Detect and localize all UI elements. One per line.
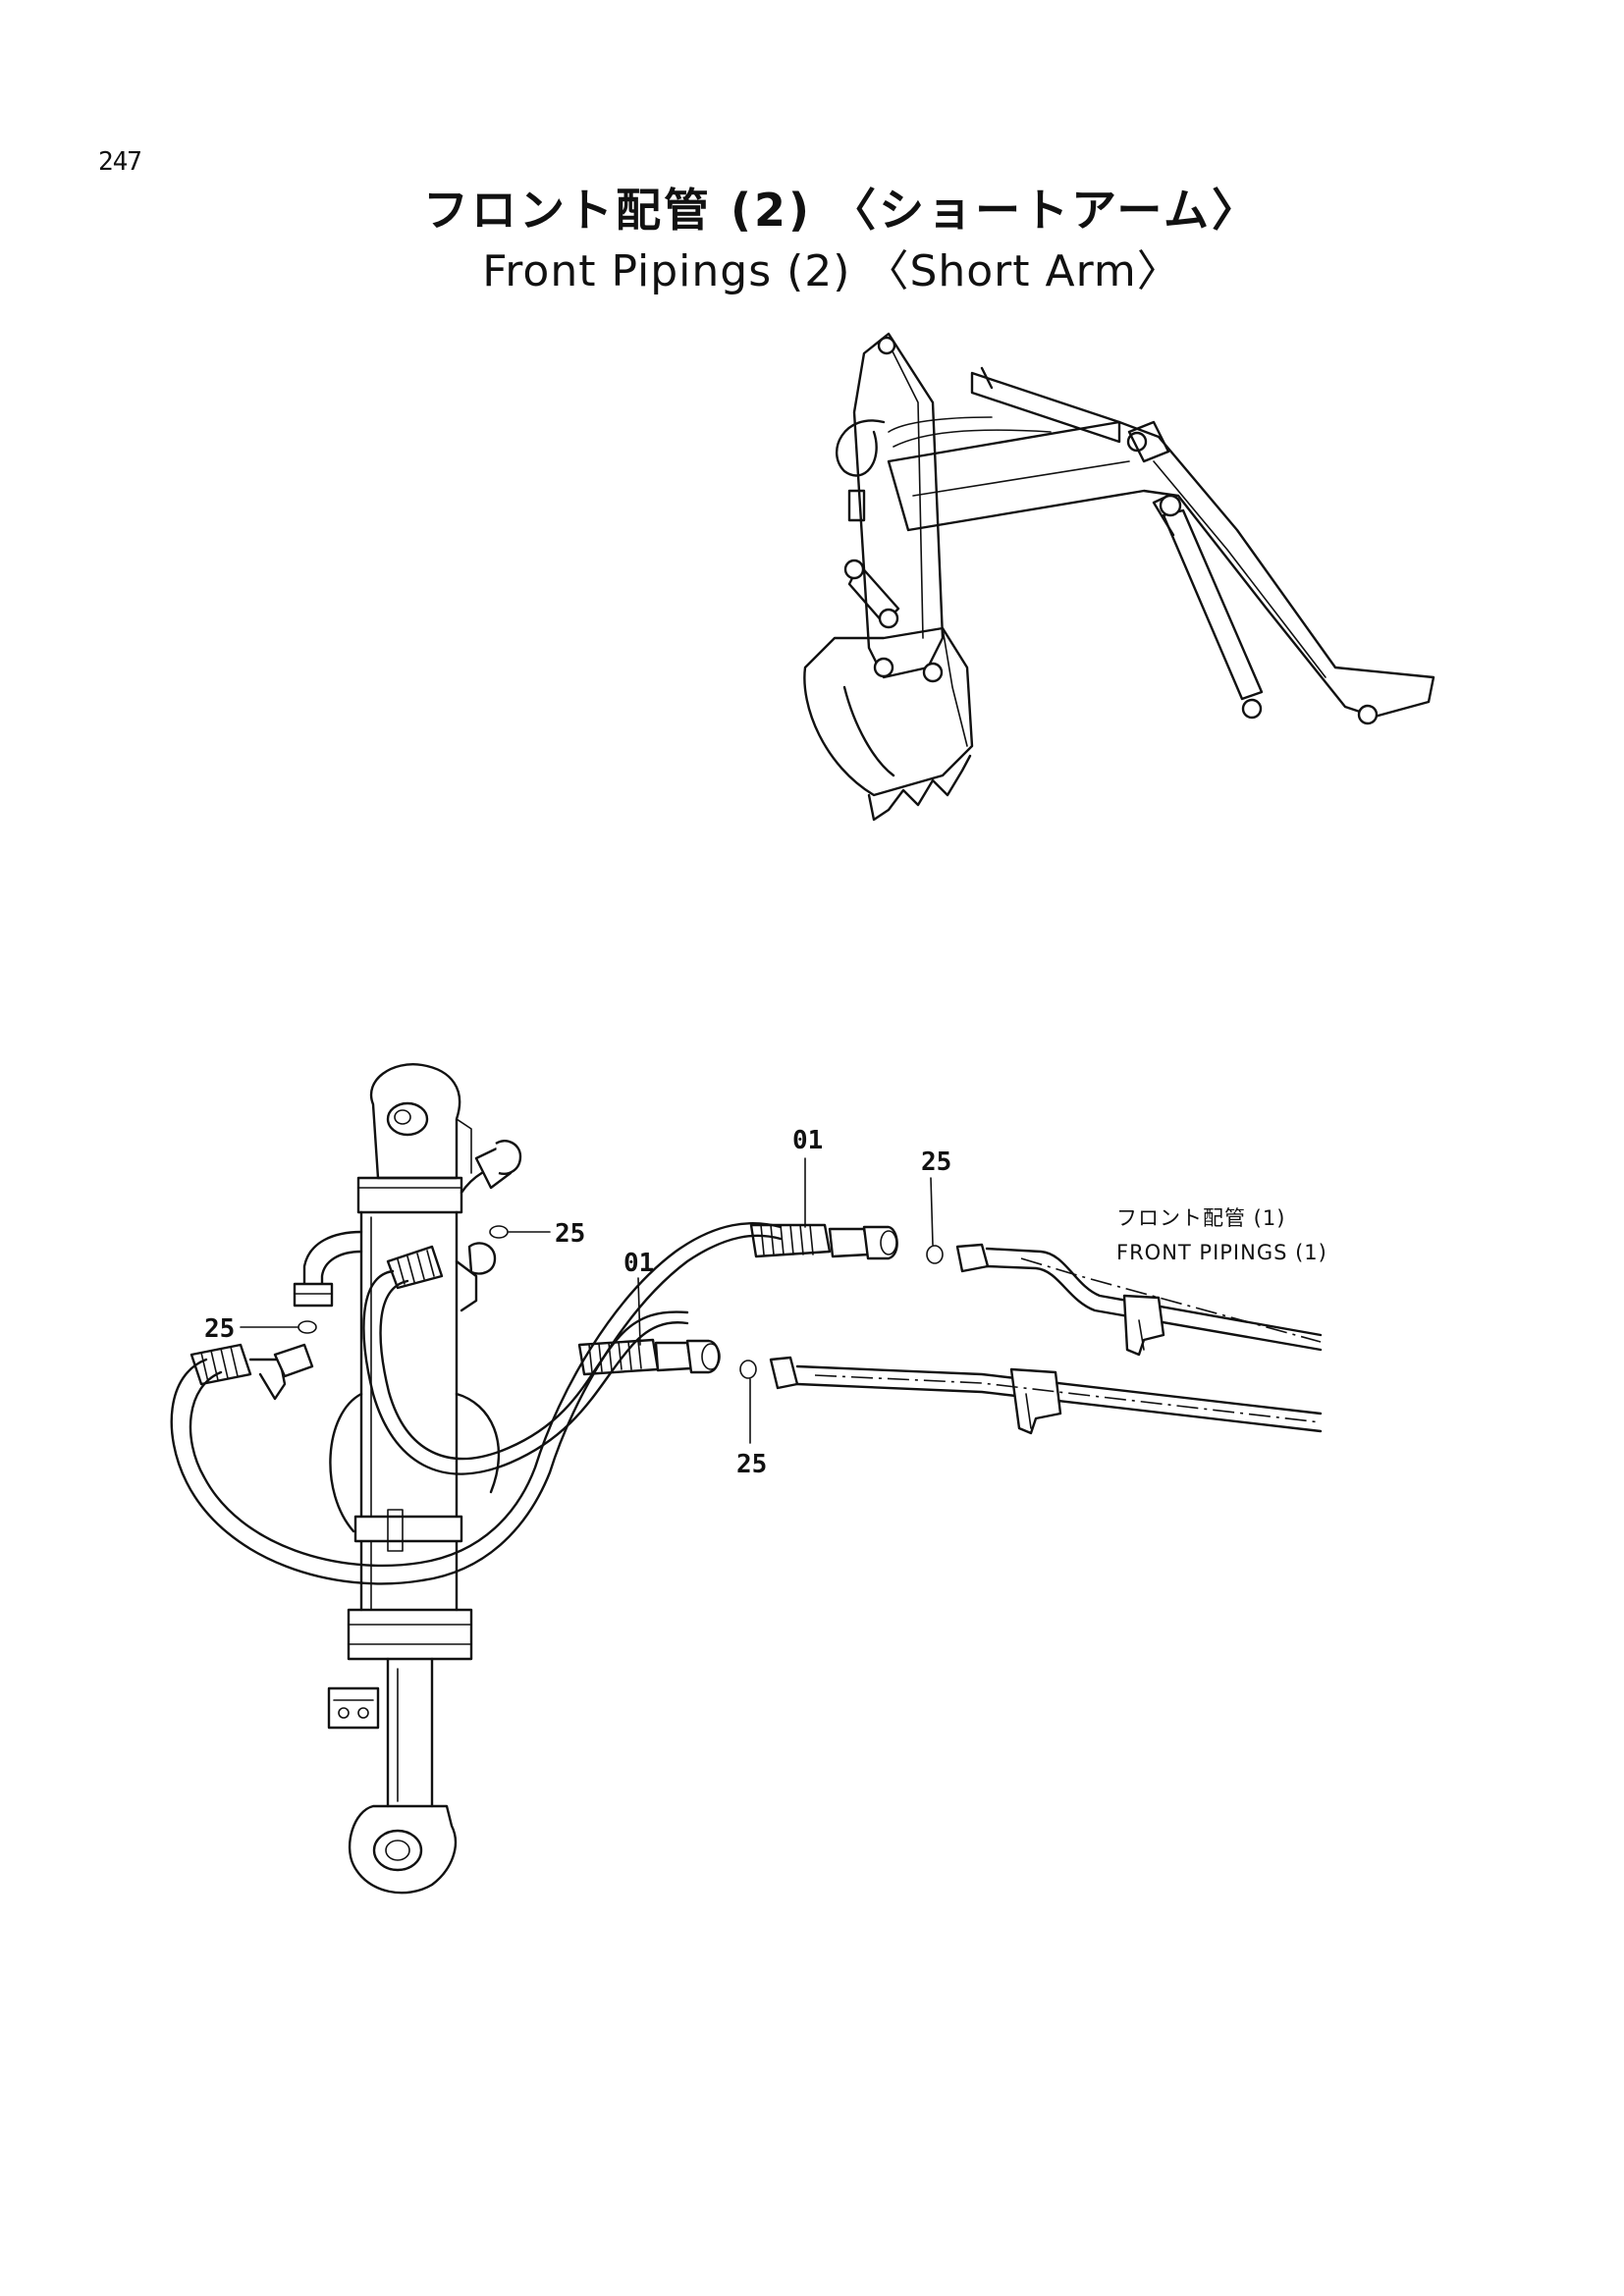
callout-oring-cylinder-top: 25	[555, 1219, 585, 1249]
page-title-english: Front Pipings (2) 〈Short Arm〉	[482, 246, 1181, 296]
page-title-japanese: フロント配管 (2) 〈ショートアーム〉	[423, 184, 1260, 237]
reference-note-english: FRONT PIPINGS (1)	[1116, 1241, 1327, 1264]
o-ring-top-right	[926, 1245, 944, 1264]
front-pipings-1-pipes	[769, 1243, 1323, 1435]
reference-note-japanese: フロント配管 (1)	[1116, 1206, 1285, 1230]
leader-lines	[240, 1157, 934, 1444]
o-ring-cylinder-left	[298, 1320, 317, 1334]
o-ring-bottom-right	[739, 1360, 757, 1379]
excavator-front-overview-illustration	[803, 332, 1435, 822]
callout-hose-upper: 01	[792, 1126, 823, 1155]
callout-oring-top-right: 25	[921, 1148, 951, 1177]
o-rings	[298, 1225, 944, 1379]
o-ring-cylinder-top	[489, 1225, 509, 1239]
callout-oring-bottom-right: 25	[736, 1450, 767, 1479]
callout-hose-lower: 01	[623, 1249, 654, 1278]
arm-cylinder-assembly	[293, 1063, 522, 1895]
page-number: 247	[98, 147, 142, 177]
hydraulic-hoses	[170, 1222, 898, 1585]
callout-oring-cylinder-left: 25	[204, 1314, 235, 1344]
